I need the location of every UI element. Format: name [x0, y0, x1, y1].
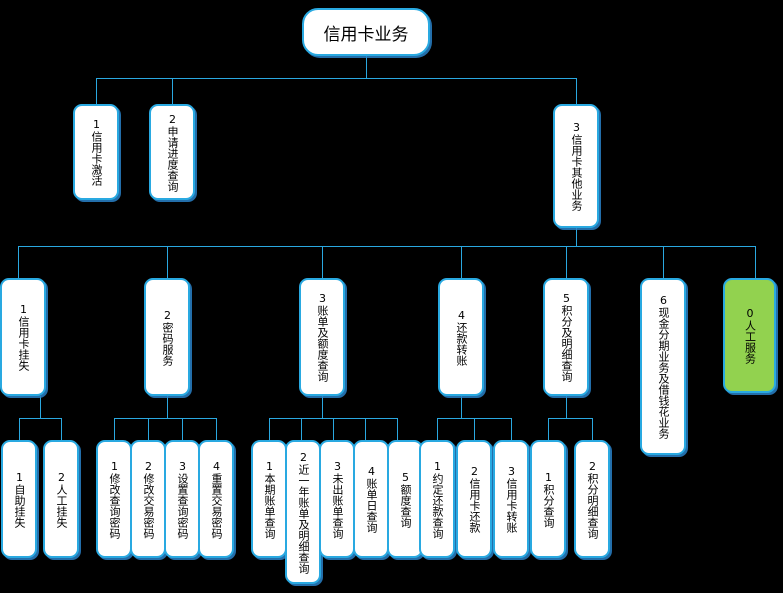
node-password-service[interactable]: 2密码服务: [144, 278, 190, 396]
leaf-label: 1本期账单查询: [263, 459, 276, 539]
leaf-unbilled-query[interactable]: 3未出账单查询: [319, 440, 355, 558]
connector-huankuan-stem: [461, 396, 462, 418]
connector-jifen-drop-2: [592, 418, 593, 440]
connector-zhangdan-drop-4: [365, 418, 366, 440]
leaf-card-transfer[interactable]: 3信用卡转账: [493, 440, 529, 558]
node-cash-installment[interactable]: 6现金分期业务及借钱花业务: [640, 278, 686, 455]
leaf-label: 3未出账单查询: [331, 459, 344, 539]
connector-level2-stem-3: [576, 78, 577, 104]
leaf-label: 2信用卡还款: [468, 465, 481, 533]
node-points-and-detail-query[interactable]: 5积分及明细查询: [543, 278, 589, 396]
leaf-label: 1修改查询密码: [108, 459, 121, 539]
leaf-manual-loss-report[interactable]: 2人工挂失: [43, 440, 79, 558]
connector-level2-bus: [96, 78, 576, 79]
node-human-service[interactable]: 0人工服务: [723, 278, 776, 393]
leaf-one-year-bill-detail-query[interactable]: 2近一年账单及明细查询: [285, 440, 321, 584]
leaf-billing-date-query[interactable]: 4账单日查询: [353, 440, 389, 558]
leaf-label: 4重置交易密码: [210, 459, 223, 539]
leaf-label: 3信用卡转账: [505, 465, 518, 533]
connector-level3-stem-4: [461, 246, 462, 278]
node-application-progress[interactable]: 2申请进度查询: [149, 104, 195, 200]
connector-mima-drop-2: [148, 418, 149, 440]
connector-jifen-bus: [548, 418, 592, 419]
connector-guashi-bus: [19, 418, 61, 419]
leaf-points-query[interactable]: 1积分查询: [530, 440, 566, 558]
node-label: 5积分及明细查询: [560, 292, 573, 382]
node-root[interactable]: 信用卡业务: [302, 8, 430, 56]
node-label: 2申请进度查询: [166, 112, 179, 192]
leaf-reset-transaction-password[interactable]: 4重置交易密码: [198, 440, 234, 558]
connector-node3-stem: [576, 228, 577, 246]
connector-guashi-drop-2: [61, 418, 62, 440]
connector-guashi-drop-1: [19, 418, 20, 440]
connector-level3-stem-6: [663, 246, 664, 278]
connector-level3-stem-3: [322, 246, 323, 278]
node-repayment-transfer[interactable]: 4还款转账: [438, 278, 484, 396]
node-label: 4还款转账: [455, 308, 468, 366]
node-label: 6现金分期业务及借钱花业务: [657, 294, 670, 439]
connector-level2-stem-2: [172, 78, 173, 104]
connector-huankuan-drop-2: [474, 418, 475, 440]
node-card-loss-report[interactable]: 1信用卡挂失: [0, 278, 46, 396]
node-other-services[interactable]: 3信用卡其他业务: [553, 104, 599, 228]
leaf-label: 4账单日查询: [365, 465, 378, 533]
leaf-credit-limit-query[interactable]: 5额度查询: [387, 440, 423, 558]
leaf-label: 2人工挂失: [55, 470, 68, 528]
node-credit-card-activation[interactable]: 1信用卡激活: [73, 104, 119, 200]
leaf-label: 1自助挂失: [13, 470, 26, 528]
node-label: 3账单及额度查询: [316, 292, 329, 382]
node-label: 1信用卡激活: [90, 118, 103, 186]
connector-mima-drop-4: [216, 418, 217, 440]
leaf-card-repayment[interactable]: 2信用卡还款: [456, 440, 492, 558]
connector-mima-bus: [114, 418, 216, 419]
connector-jifen-drop-1: [548, 418, 549, 440]
connector-zhangdan-stem: [322, 396, 323, 418]
connector-zhangdan-drop-3: [333, 418, 334, 440]
connector-level3-stem-5: [566, 246, 567, 278]
connector-level3-stem-7: [755, 246, 756, 278]
leaf-label: 2积分明细查询: [586, 459, 599, 539]
connector-zhangdan-drop-2: [301, 418, 302, 440]
leaf-label: 2修改交易密码: [142, 459, 155, 539]
leaf-change-query-password[interactable]: 1修改查询密码: [96, 440, 132, 558]
connector-level3-stem-1: [18, 246, 19, 278]
leaf-label: 1约定还款查询: [431, 459, 444, 539]
connector-huankuan-drop-3: [511, 418, 512, 440]
connector-mima-drop-1: [114, 418, 115, 440]
connector-level2-stem-1: [96, 78, 97, 104]
leaf-current-bill-query[interactable]: 1本期账单查询: [251, 440, 287, 558]
node-label: 2密码服务: [161, 308, 174, 366]
connector-level3-stem-2: [167, 246, 168, 278]
leaf-label: 5额度查询: [399, 470, 412, 528]
connector-root-stem: [366, 56, 367, 78]
leaf-set-query-password[interactable]: 3设置查询密码: [164, 440, 200, 558]
connector-zhangdan-drop-1: [269, 418, 270, 440]
leaf-label: 1积分查询: [542, 470, 555, 528]
node-bill-and-limit-query[interactable]: 3账单及额度查询: [299, 278, 345, 396]
connector-jifen-stem: [566, 396, 567, 418]
connector-mima-drop-3: [182, 418, 183, 440]
leaf-agreed-repayment-query[interactable]: 1约定还款查询: [419, 440, 455, 558]
connector-mima-stem: [167, 396, 168, 418]
leaf-points-detail-query[interactable]: 2积分明细查询: [574, 440, 610, 558]
connector-zhangdan-drop-5: [397, 418, 398, 440]
node-root-label: 信用卡业务: [323, 24, 409, 45]
node-label: 3信用卡其他业务: [570, 121, 583, 211]
leaf-self-loss-report[interactable]: 1自助挂失: [1, 440, 37, 558]
node-label: 1信用卡挂失: [17, 303, 30, 371]
node-label: 0人工服务: [743, 307, 757, 364]
connector-guashi-stem: [40, 396, 41, 418]
connector-level3-bus: [18, 246, 756, 247]
connector-huankuan-drop-1: [437, 418, 438, 440]
leaf-change-transaction-password[interactable]: 2修改交易密码: [130, 440, 166, 558]
leaf-label: 3设置查询密码: [176, 459, 189, 539]
leaf-label: 2近一年账单及明细查询: [297, 450, 310, 574]
